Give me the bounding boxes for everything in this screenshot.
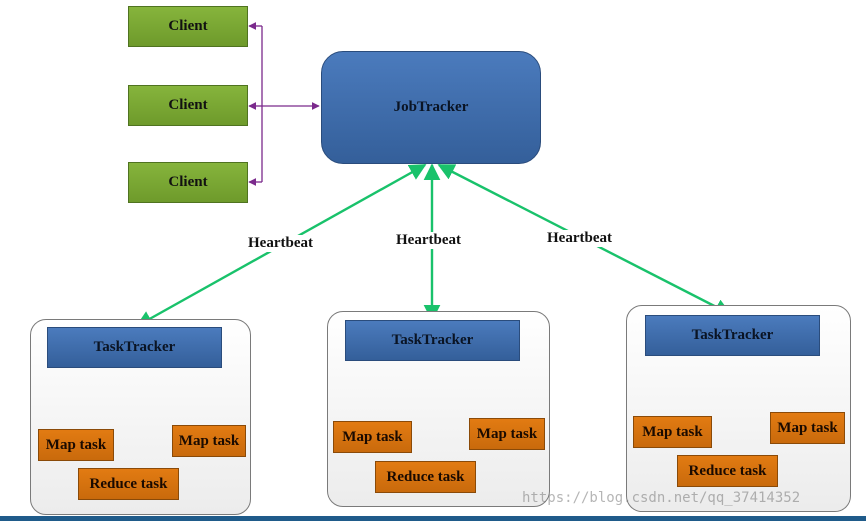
client-node-1: Client — [128, 6, 248, 47]
map-task-1b: Map task — [172, 425, 246, 457]
map-task-3a: Map task — [633, 416, 712, 448]
tasktracker-node-1: TaskTracker — [47, 327, 222, 368]
reduce-task-3: Reduce task — [677, 455, 778, 487]
tasktracker-node-3: TaskTracker — [645, 315, 820, 356]
jobtracker-node: JobTracker — [321, 51, 541, 164]
client-node-3: Client — [128, 162, 248, 203]
map-task-1a: Map task — [38, 429, 114, 461]
watermark-text: https://blog.csdn.net/qq_37414352 — [522, 490, 801, 506]
bottom-edge-bar — [0, 516, 866, 521]
map-task-2a: Map task — [333, 421, 412, 453]
tasktracker-node-2: TaskTracker — [345, 320, 520, 361]
heartbeat-label-right: Heartbeat — [545, 230, 614, 247]
reduce-task-1: Reduce task — [78, 468, 179, 500]
client-node-2: Client — [128, 85, 248, 126]
map-task-3b: Map task — [770, 412, 845, 444]
heartbeat-label-left: Heartbeat — [246, 235, 315, 252]
heartbeat-label-middle: Heartbeat — [394, 232, 463, 249]
client-bus — [248, 22, 320, 186]
reduce-task-2: Reduce task — [375, 461, 476, 493]
map-task-2b: Map task — [469, 418, 545, 450]
